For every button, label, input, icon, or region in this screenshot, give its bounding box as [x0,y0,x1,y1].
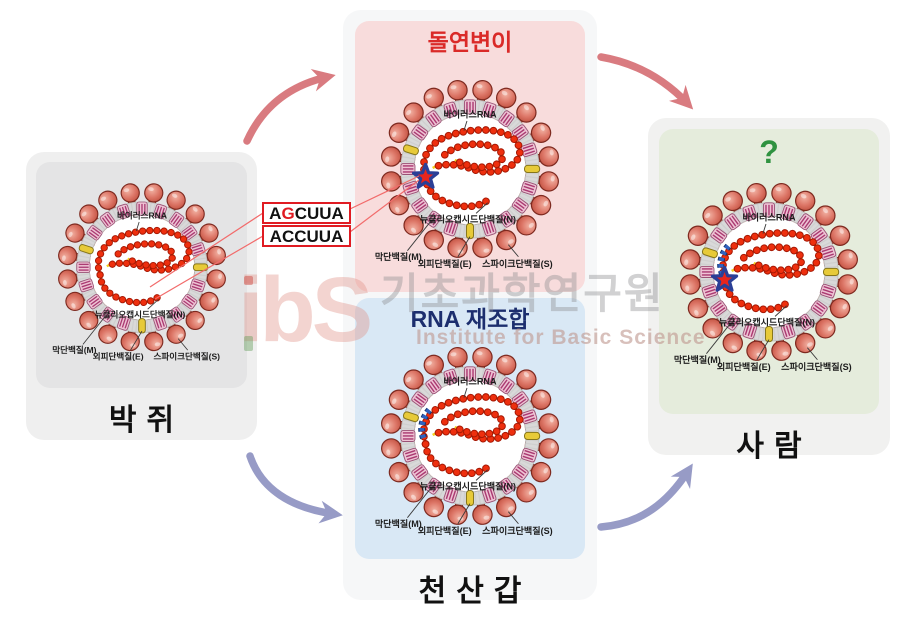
virus-svg: 바이러스RNA 뉴클리오캡시드단백질(N) 막단백질(M)외피단백질(E) 스파이크단… [375,79,559,269]
spike-protein-label: 스파이크단백질(S) [781,361,852,372]
virus-rna-label: 바이러스RNA [443,108,497,119]
virus-rna-coil [94,226,193,307]
mutation-title: 돌연변이 [427,29,513,55]
virus-svg: 바이러스RNA 뉴클리오캡시드단백질(N) 막단백질(M)외피단백질(E) 스파이크단… [674,182,858,372]
rim-proteins [400,366,541,507]
mutation-star-icon [710,265,739,292]
nucleocapsid-label: 뉴클리오캡시드단백질(N) [719,316,815,327]
sequence-letter: A [269,203,282,223]
virus-rna-coil [419,126,524,211]
spike-protein-label: 스파이크단백질(S) [153,351,220,362]
membrane-protein-label: 막단백질(M) [674,354,721,365]
sequence-letter: U [306,203,320,223]
virus-rna-label: 바이러스RNA [116,210,166,221]
bat-caption: 박쥐 [108,404,185,437]
spike-protein-label: 스파이크단백질(S) [482,525,553,536]
virus-labels: 바이러스RNA 뉴클리오캡시드단백질(N) 막단백질(M)외피단백질(E) 스파이크단… [375,108,553,268]
bat-virus-illustration: 바이러스RNA 뉴클리오캡시드단백질(N) 막단백질(M)외피단백질(E) 스파이크단… [42,172,242,368]
panel-bat: 바이러스RNA 뉴클리오캡시드단백질(N) 막단백질(M)외피단백질(E) 스파이크단… [26,152,257,440]
mutated-virus-illustration: 바이러스RNA 뉴클리오캡시드단백질(N) 막단백질(M)외피단백질(E) 스파이크단… [364,68,576,276]
virus-rna-coil [419,393,524,478]
blue-rna-segment [418,407,433,440]
membrane-protein-label: 막단백질(M) [375,251,422,262]
panel-bat-inner: 바이러스RNA 뉴클리오캡시드단백질(N) 막단백질(M)외피단백질(E) 스파이크단… [36,162,247,388]
rim-proteins [699,202,840,343]
pangolin-caption: 천산갑 [418,575,532,608]
panel-mutation: 돌연변이 [355,21,585,292]
arrow-mutation-to-human [597,53,694,110]
nucleocapsid-label: 뉴클리오캡시드단백질(N) [94,309,185,320]
arrow-bat-to-pangolin [246,452,343,524]
sequence-letter: C [294,203,307,223]
panel-human-inner: ? [659,129,879,414]
envelope-protein-label: 외피단백질(E) [418,525,472,536]
virus-labels: 바이러스RNA 뉴클리오캡시드단백질(N) 막단백질(M)외피단백질(E) 스파이크단… [52,210,220,362]
virus-rna-label: 바이러스RNA [443,375,497,386]
virus-svg: 바이러스RNA 뉴클리오캡시드단백질(N) 막단백질(M)외피단백질(E) 스파이크단… [52,183,226,362]
question-mark: ? [759,134,779,170]
recombined-virus-illustration: 바이러스RNA 뉴클리오캡시드단백질(N) 막단백질(M)외피단백질(E) 스파이크단… [364,335,576,543]
human-caption: 사람 [736,430,812,463]
recombination-title: RNA 재조합 [410,306,530,332]
envelope-protein-label: 외피단백질(E) [418,258,472,269]
sequence-letter: C [281,226,295,246]
virus-labels: 바이러스RNA 뉴클리오캡시드단백질(N) 막단백질(M)외피단백질(E) 스파이크단… [375,375,553,535]
virus-rna-coil [718,229,823,314]
sequence-letter: U [319,203,332,223]
panel-middle: 돌연변이 [343,10,597,608]
mutation-star-icon [411,162,440,189]
membrane-protein-label: 막단백질(M) [375,518,422,529]
virus-labels: 바이러스RNA 뉴클리오캡시드단백질(N) 막단백질(M)외피단백질(E) 스파이크단… [674,211,852,371]
arrow-pangolin-to-human [597,463,693,531]
sequence-letter: A [331,203,344,223]
sequence-letter: U [318,226,332,246]
human-virus-illustration: 바이러스RNA 뉴클리오캡시드단백질(N) 막단백질(M)외피단백질(E) 스파이크단… [663,171,875,379]
nucleocapsid-label: 뉴클리오캡시드단백질(N) [420,213,516,224]
membrane-protein-label: 막단백질(M) [52,344,96,355]
envelope-protein-label: 외피단백질(E) [92,351,143,362]
arrow-bat-to-mutation [243,68,336,145]
virus-rna-label: 바이러스RNA [742,211,796,222]
panel-recombination: RNA 재조합 [355,298,585,559]
envelope-protein-label: 외피단백질(E) [717,361,771,372]
sequence-letter: A [269,226,282,246]
spike-protein-label: 스파이크단백질(S) [482,258,553,269]
sequence-letter: A [331,226,344,246]
sequence-letter: U [306,226,319,246]
virus-svg: 바이러스RNA 뉴클리오캡시드단백질(N) 막단백질(M)외피단백질(E) 스파이크단… [375,346,559,536]
nucleocapsid-label: 뉴클리오캡시드단백질(N) [420,480,516,491]
panel-human: ? [648,118,890,463]
sequence-letter: G [281,203,295,223]
sequence-letter: C [294,226,307,246]
